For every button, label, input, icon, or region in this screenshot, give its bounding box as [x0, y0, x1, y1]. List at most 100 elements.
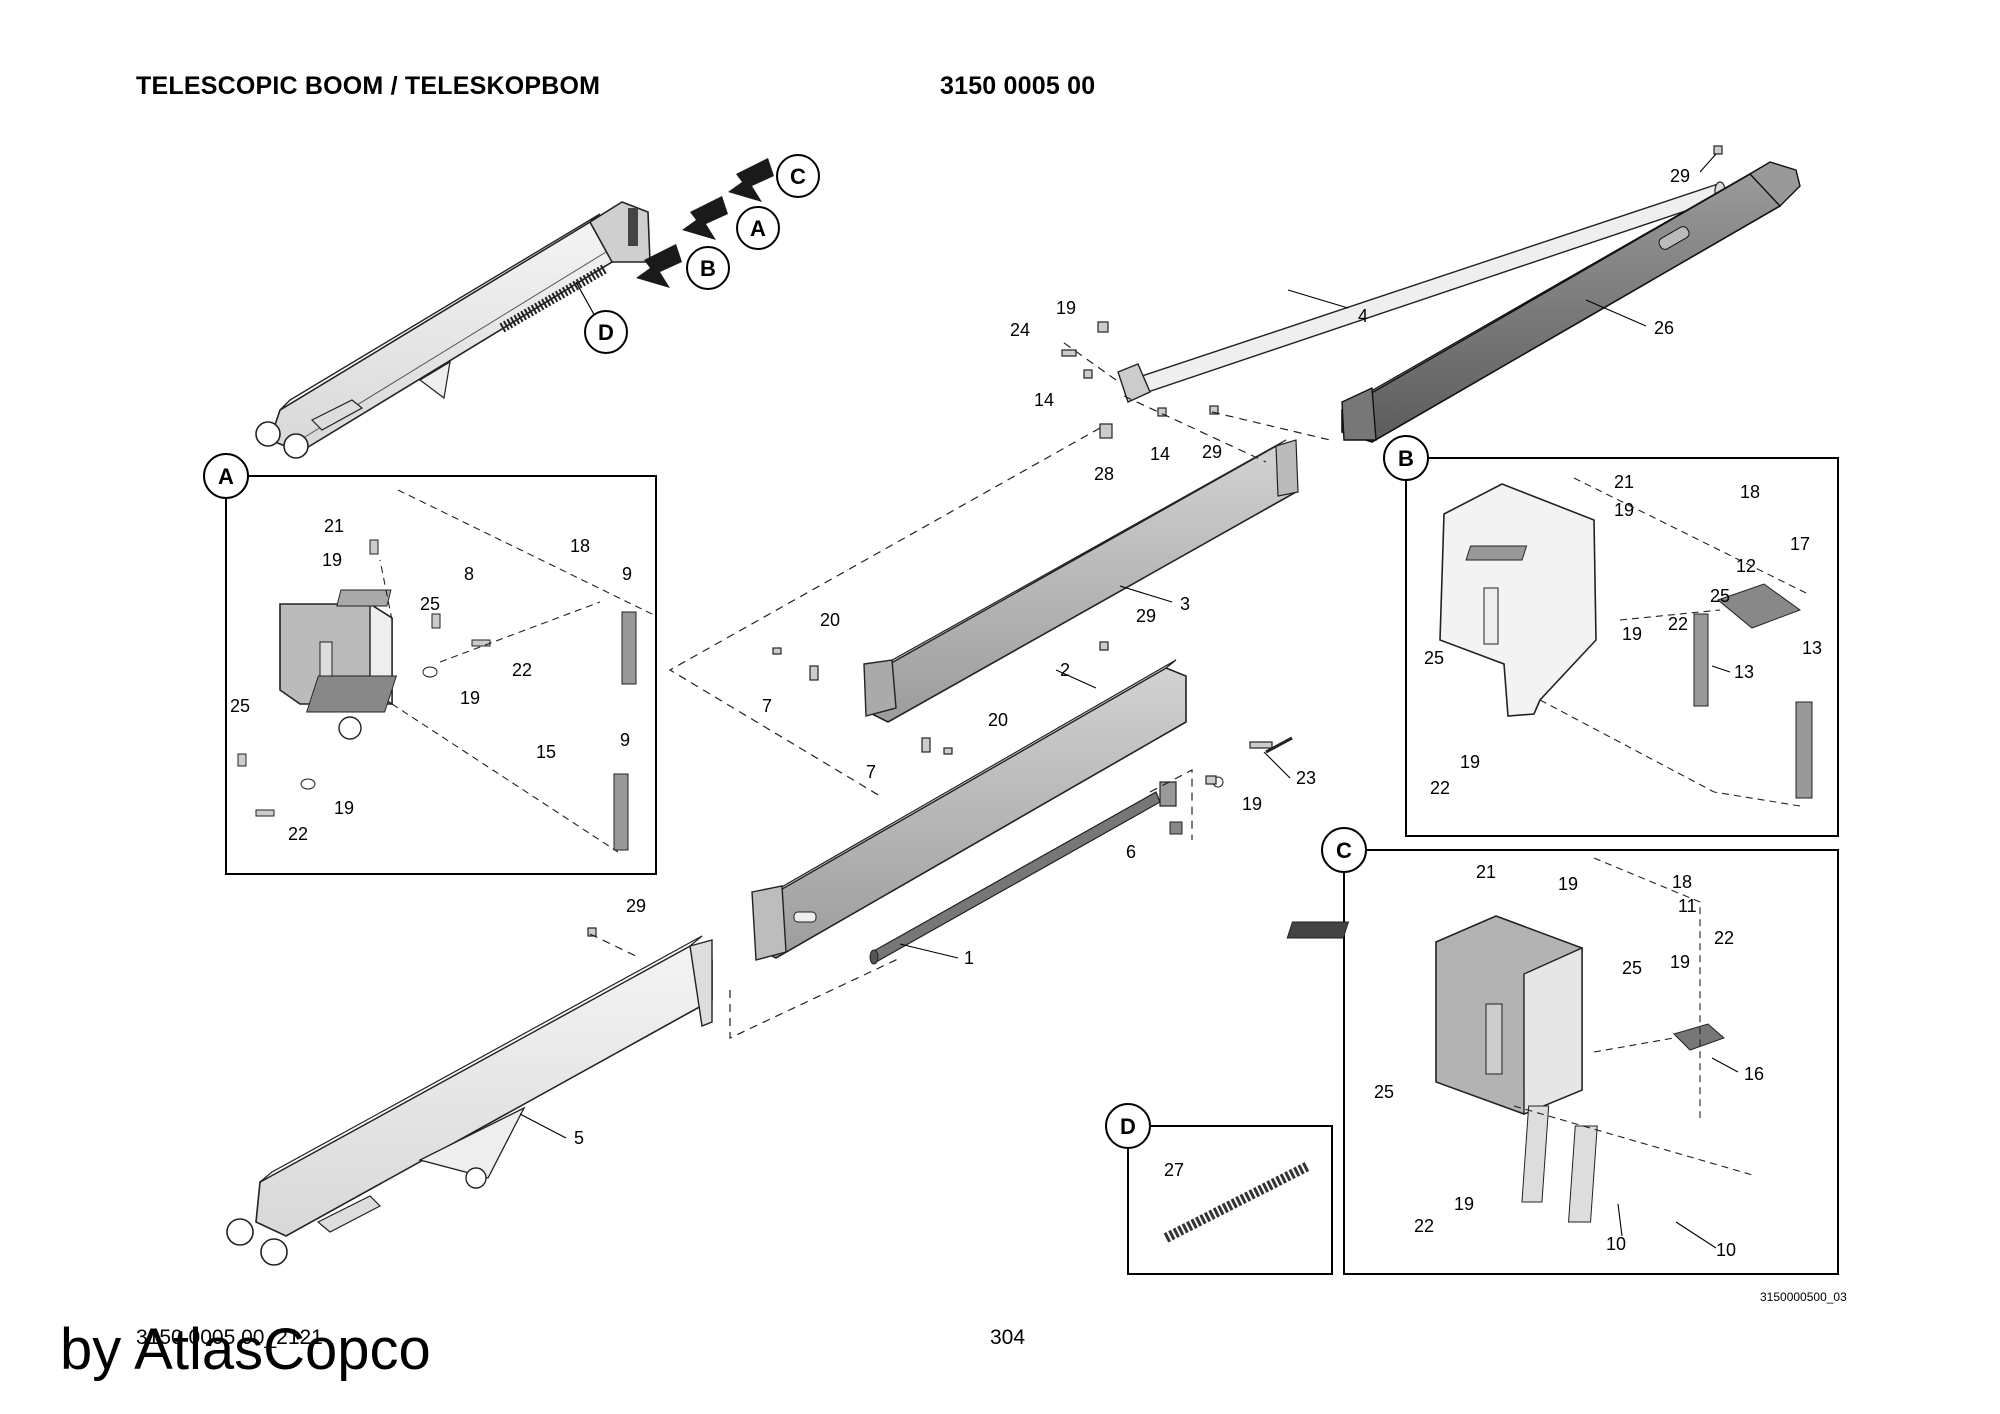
label-20-a: 20	[820, 610, 840, 630]
label-c-22-b: 22	[1414, 1216, 1434, 1236]
label-c-19-b: 19	[1670, 952, 1690, 972]
watermark: by AtlasCopco	[60, 1317, 431, 1382]
callout-d-label: D	[598, 320, 614, 345]
part-labels: 29 19 24 4 26 14 14 29 28 3 20 29 2 7 20…	[230, 166, 1822, 1260]
detail-c-panel: C	[1286, 827, 1839, 1275]
callout-c-badge: C	[776, 154, 820, 198]
label-28: 28	[1094, 464, 1114, 484]
detail-d-panel: D	[1105, 1103, 1333, 1275]
part-29-fastener-mid	[1209, 405, 1219, 415]
part-26-inner-boom	[1341, 161, 1801, 443]
label-19-a: 19	[1056, 298, 1076, 318]
label-24: 24	[1010, 320, 1030, 340]
part-3-boom-section	[863, 439, 1299, 723]
part-19-washer-top	[1097, 321, 1109, 333]
label-c-22-a: 22	[1714, 928, 1734, 948]
label-c-18: 18	[1672, 872, 1692, 892]
label-b-13-a: 13	[1802, 638, 1822, 658]
label-29-c: 29	[1136, 606, 1156, 626]
part-7-clip-lower	[921, 737, 931, 753]
label-a-22-a: 22	[512, 660, 532, 680]
label-b-19-b: 19	[1622, 624, 1642, 644]
part-6-fitting	[1159, 736, 1293, 835]
part-14-nut-left	[1083, 369, 1093, 379]
doc-reference: 3150 0005 00_2121	[136, 1326, 323, 1349]
label-d-27: 27	[1164, 1160, 1184, 1180]
label-a-9-a: 9	[622, 564, 632, 584]
label-29-a: 29	[1670, 166, 1690, 186]
part-20-screw-lower	[943, 747, 953, 755]
label-b-19-c: 19	[1460, 752, 1480, 772]
callout-d-badge: D	[584, 310, 628, 354]
part-29-fastener-lower	[1099, 641, 1109, 651]
page-number: 304	[990, 1326, 1026, 1349]
label-a-19-b: 19	[460, 688, 480, 708]
label-20-b: 20	[988, 710, 1008, 730]
part-29-fastener-base	[587, 927, 597, 937]
label-29-b: 29	[1202, 442, 1222, 462]
label-4: 4	[1358, 306, 1368, 326]
label-26: 26	[1654, 318, 1674, 338]
label-b-22-b: 22	[1430, 778, 1450, 798]
label-b-17: 17	[1790, 534, 1810, 554]
label-1: 1	[964, 948, 974, 968]
part-7-clip-upper	[809, 665, 819, 681]
label-c-19-c: 19	[1454, 1194, 1474, 1214]
part-28-clip	[1099, 423, 1113, 439]
label-b-25-a: 25	[1710, 586, 1730, 606]
label-3: 3	[1180, 594, 1190, 614]
label-19-b: 19	[1242, 794, 1262, 814]
label-c-11: 11	[1678, 896, 1697, 916]
part-number: 3150 0005 00	[940, 72, 1096, 100]
arrow-a-icon	[682, 196, 728, 240]
label-23: 23	[1296, 768, 1316, 788]
label-a-15: 15	[536, 742, 556, 762]
callout-c-label: C	[790, 164, 806, 189]
detail-a-panel: A	[203, 453, 657, 875]
part-20-screw-upper	[772, 647, 782, 655]
part-14-nut-right	[1157, 407, 1167, 417]
label-b-13-b: 13	[1734, 662, 1754, 682]
label-6: 6	[1126, 842, 1136, 862]
label-a-19-c: 19	[334, 798, 354, 818]
label-14-a: 14	[1034, 390, 1054, 410]
label-a-22-b: 22	[288, 824, 308, 844]
label-7-b: 7	[866, 762, 876, 782]
label-a-25-b: 25	[230, 696, 250, 716]
assembly-guide-lines	[589, 339, 1331, 1039]
page-title: TELESCOPIC BOOM / TELESKOPBOM	[136, 72, 601, 100]
arrow-b-icon	[636, 244, 682, 288]
label-a-9-b: 9	[620, 730, 630, 750]
arrow-c-icon	[728, 158, 774, 202]
label-5: 5	[574, 1128, 584, 1148]
callout-b-label: B	[700, 256, 716, 281]
label-29-d: 29	[626, 896, 646, 916]
label-a-18: 18	[570, 536, 590, 556]
label-2: 2	[1060, 660, 1070, 680]
detail-d-badge-label: D	[1120, 1114, 1136, 1139]
leader-lines	[519, 153, 1739, 1249]
label-b-18: 18	[1740, 482, 1760, 502]
part-19-washer-mid	[1205, 775, 1217, 785]
callout-a-badge: A	[736, 206, 780, 250]
label-a-21: 21	[324, 516, 344, 536]
label-c-25-b: 25	[1374, 1082, 1394, 1102]
image-id: 3150000500_03	[1760, 1290, 1847, 1304]
label-c-16: 16	[1744, 1064, 1764, 1084]
part-2-boom-section	[751, 659, 1187, 961]
detail-b-badge-label: B	[1398, 446, 1414, 471]
callout-a-label: A	[750, 216, 766, 241]
label-a-19-a: 19	[322, 550, 342, 570]
label-14-b: 14	[1150, 444, 1170, 464]
part-5-base-boom	[226, 935, 713, 1266]
label-b-12: 12	[1736, 556, 1756, 576]
detail-a-badge-label: A	[218, 464, 234, 489]
label-b-22-a: 22	[1668, 614, 1688, 634]
detail-c-badge-label: C	[1336, 838, 1352, 863]
label-b-25-b: 25	[1424, 648, 1444, 668]
label-7-a: 7	[762, 696, 772, 716]
part-24-bolt	[1061, 349, 1077, 357]
label-a-8: 8	[464, 564, 474, 584]
label-c-25-a: 25	[1622, 958, 1642, 978]
